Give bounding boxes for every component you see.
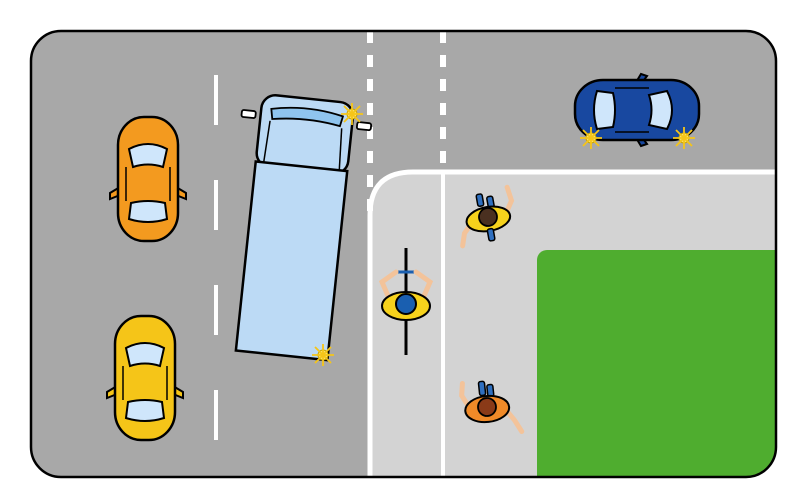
blue-car-rear-window [593,89,616,131]
truck-cab-line-right [338,128,343,171]
curb-line [367,169,776,477]
cyclist-helmet [395,293,417,315]
truck-windshield [270,106,345,128]
pedestrian-yellow-arm-right [503,184,515,217]
blue-car-indicator-rear-right-icon [580,127,602,149]
orange-car [109,115,187,243]
truck-mirror-right [355,121,373,132]
pedestrian-orange-arm-left [459,380,472,410]
pedestrian-orange-leg-left [477,380,487,397]
cyclist [378,248,434,355]
blue-car-windshield [647,89,673,131]
cyclist-arm-right [413,269,434,299]
yellow-car-rear-window [124,399,166,422]
pedestrian-orange [459,380,525,435]
delivery-truck [234,94,373,362]
orange-car-rear-window [127,200,169,223]
truck-cab-line-left [262,120,271,163]
cyclist-arm-left [378,269,399,299]
blue-car [573,72,701,148]
truck-indicator-rear-right-icon [312,344,334,366]
yellow-car-windshield [124,342,166,368]
pedestrian-orange-head [477,397,497,417]
pedestrian-yellow-leg-left [475,193,485,208]
grass-lawn [537,250,776,477]
scene-frame [29,29,778,479]
truck-mirror-left [240,109,257,119]
pedestrian-yellow-head [478,207,498,227]
yellow-car [106,314,184,442]
pedestrian-yellow-foot [486,227,496,242]
truck-indicator-front-right-icon [341,103,363,125]
pedestrian-yellow [460,184,515,249]
blue-car-indicator-front-right-icon [673,127,695,149]
truck-cargo-box [234,160,349,362]
orange-car-windshield [127,143,169,169]
